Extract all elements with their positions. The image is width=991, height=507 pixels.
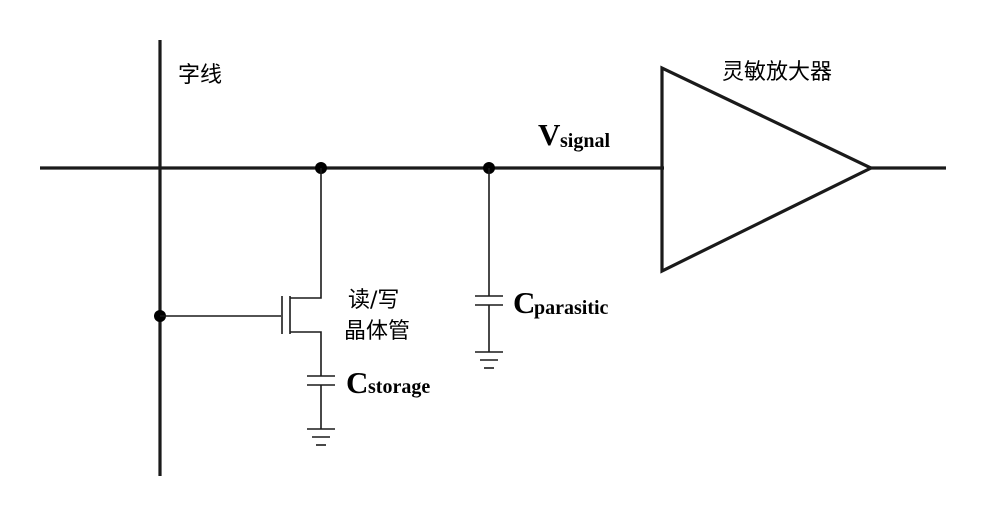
c-parasitic-sub: parasitic — [534, 297, 609, 319]
storage-capacitor — [307, 375, 335, 429]
sense-amplifier-triangle — [660, 65, 875, 274]
c-parasitic-main: C — [513, 285, 535, 320]
read-write-transistor — [160, 168, 322, 376]
parasitic-ground-icon — [475, 351, 503, 369]
storage-ground-icon — [307, 428, 335, 446]
c-storage-label: C storage — [346, 365, 430, 400]
parasitic-capacitor — [475, 168, 503, 352]
v-signal-sub: signal — [560, 130, 610, 152]
c-storage-sub: storage — [368, 376, 430, 398]
v-signal-label: V signal — [538, 117, 610, 152]
sense-amplifier-label: 灵敏放大器 — [722, 60, 832, 85]
c-storage-main: C — [346, 365, 368, 400]
v-signal-main: V — [538, 117, 561, 152]
word-line-label: 字线 — [178, 63, 222, 88]
transistor-label-line2: 晶体管 — [344, 319, 410, 344]
c-parasitic-label: C parasitic — [513, 285, 609, 320]
transistor-label-line1: 读/写 — [348, 288, 399, 313]
